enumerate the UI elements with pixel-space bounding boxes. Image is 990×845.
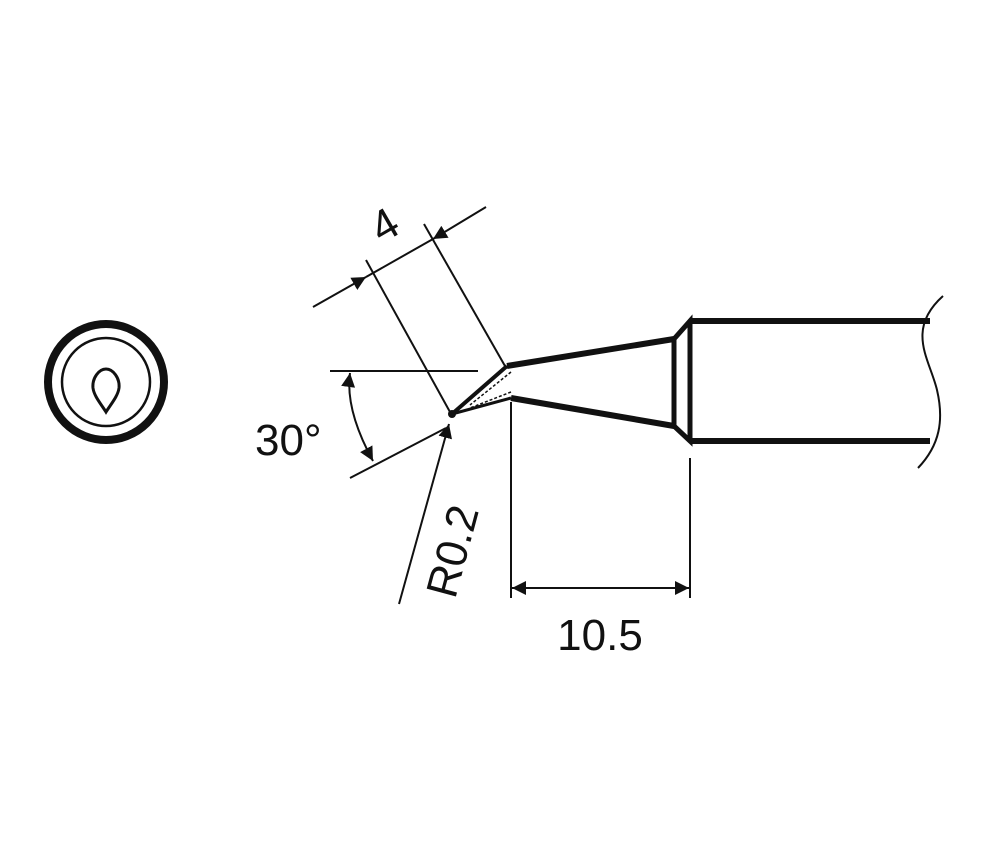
chamfer-length-label: 4 <box>362 198 408 253</box>
dimension-radius: R0.2 <box>398 423 489 605</box>
chamfer-arrow-left <box>312 276 367 308</box>
end-view-teardrop-icon <box>91 367 121 415</box>
angle-arc <box>341 372 374 462</box>
chamfer-extension-line-1 <box>365 259 451 413</box>
end-view-inner-ring <box>60 336 152 428</box>
tip-end-view <box>44 320 168 444</box>
end-view-outer-ring <box>44 320 168 444</box>
dimension-angle: 30° <box>255 370 478 479</box>
dimension-taper: 10.5 <box>510 402 691 660</box>
bevel-inner-line-2 <box>469 391 512 409</box>
bevel-inner-line <box>469 371 512 406</box>
taper-bottom-edge <box>510 395 675 429</box>
chamfer-extension-line-2 <box>423 223 506 367</box>
angle-extension-slanted <box>349 427 447 479</box>
tip-radius-label: R0.2 <box>417 500 488 602</box>
tip-angle-label: 30° <box>255 416 322 465</box>
taper-top-edge <box>506 336 675 369</box>
tip-side-view <box>448 295 944 469</box>
chamfer-dimension-line <box>365 238 434 278</box>
shoulder-left <box>671 314 693 447</box>
shank-break-line <box>917 295 944 469</box>
bevel-bottom-edge <box>451 396 512 416</box>
taper-length-label: 10.5 <box>557 611 643 660</box>
bevel-top-edge <box>450 364 509 416</box>
dimension-chamfer: 4 <box>312 198 506 413</box>
chamfer-arrow-right <box>432 206 487 240</box>
radius-leader-line <box>398 423 452 605</box>
